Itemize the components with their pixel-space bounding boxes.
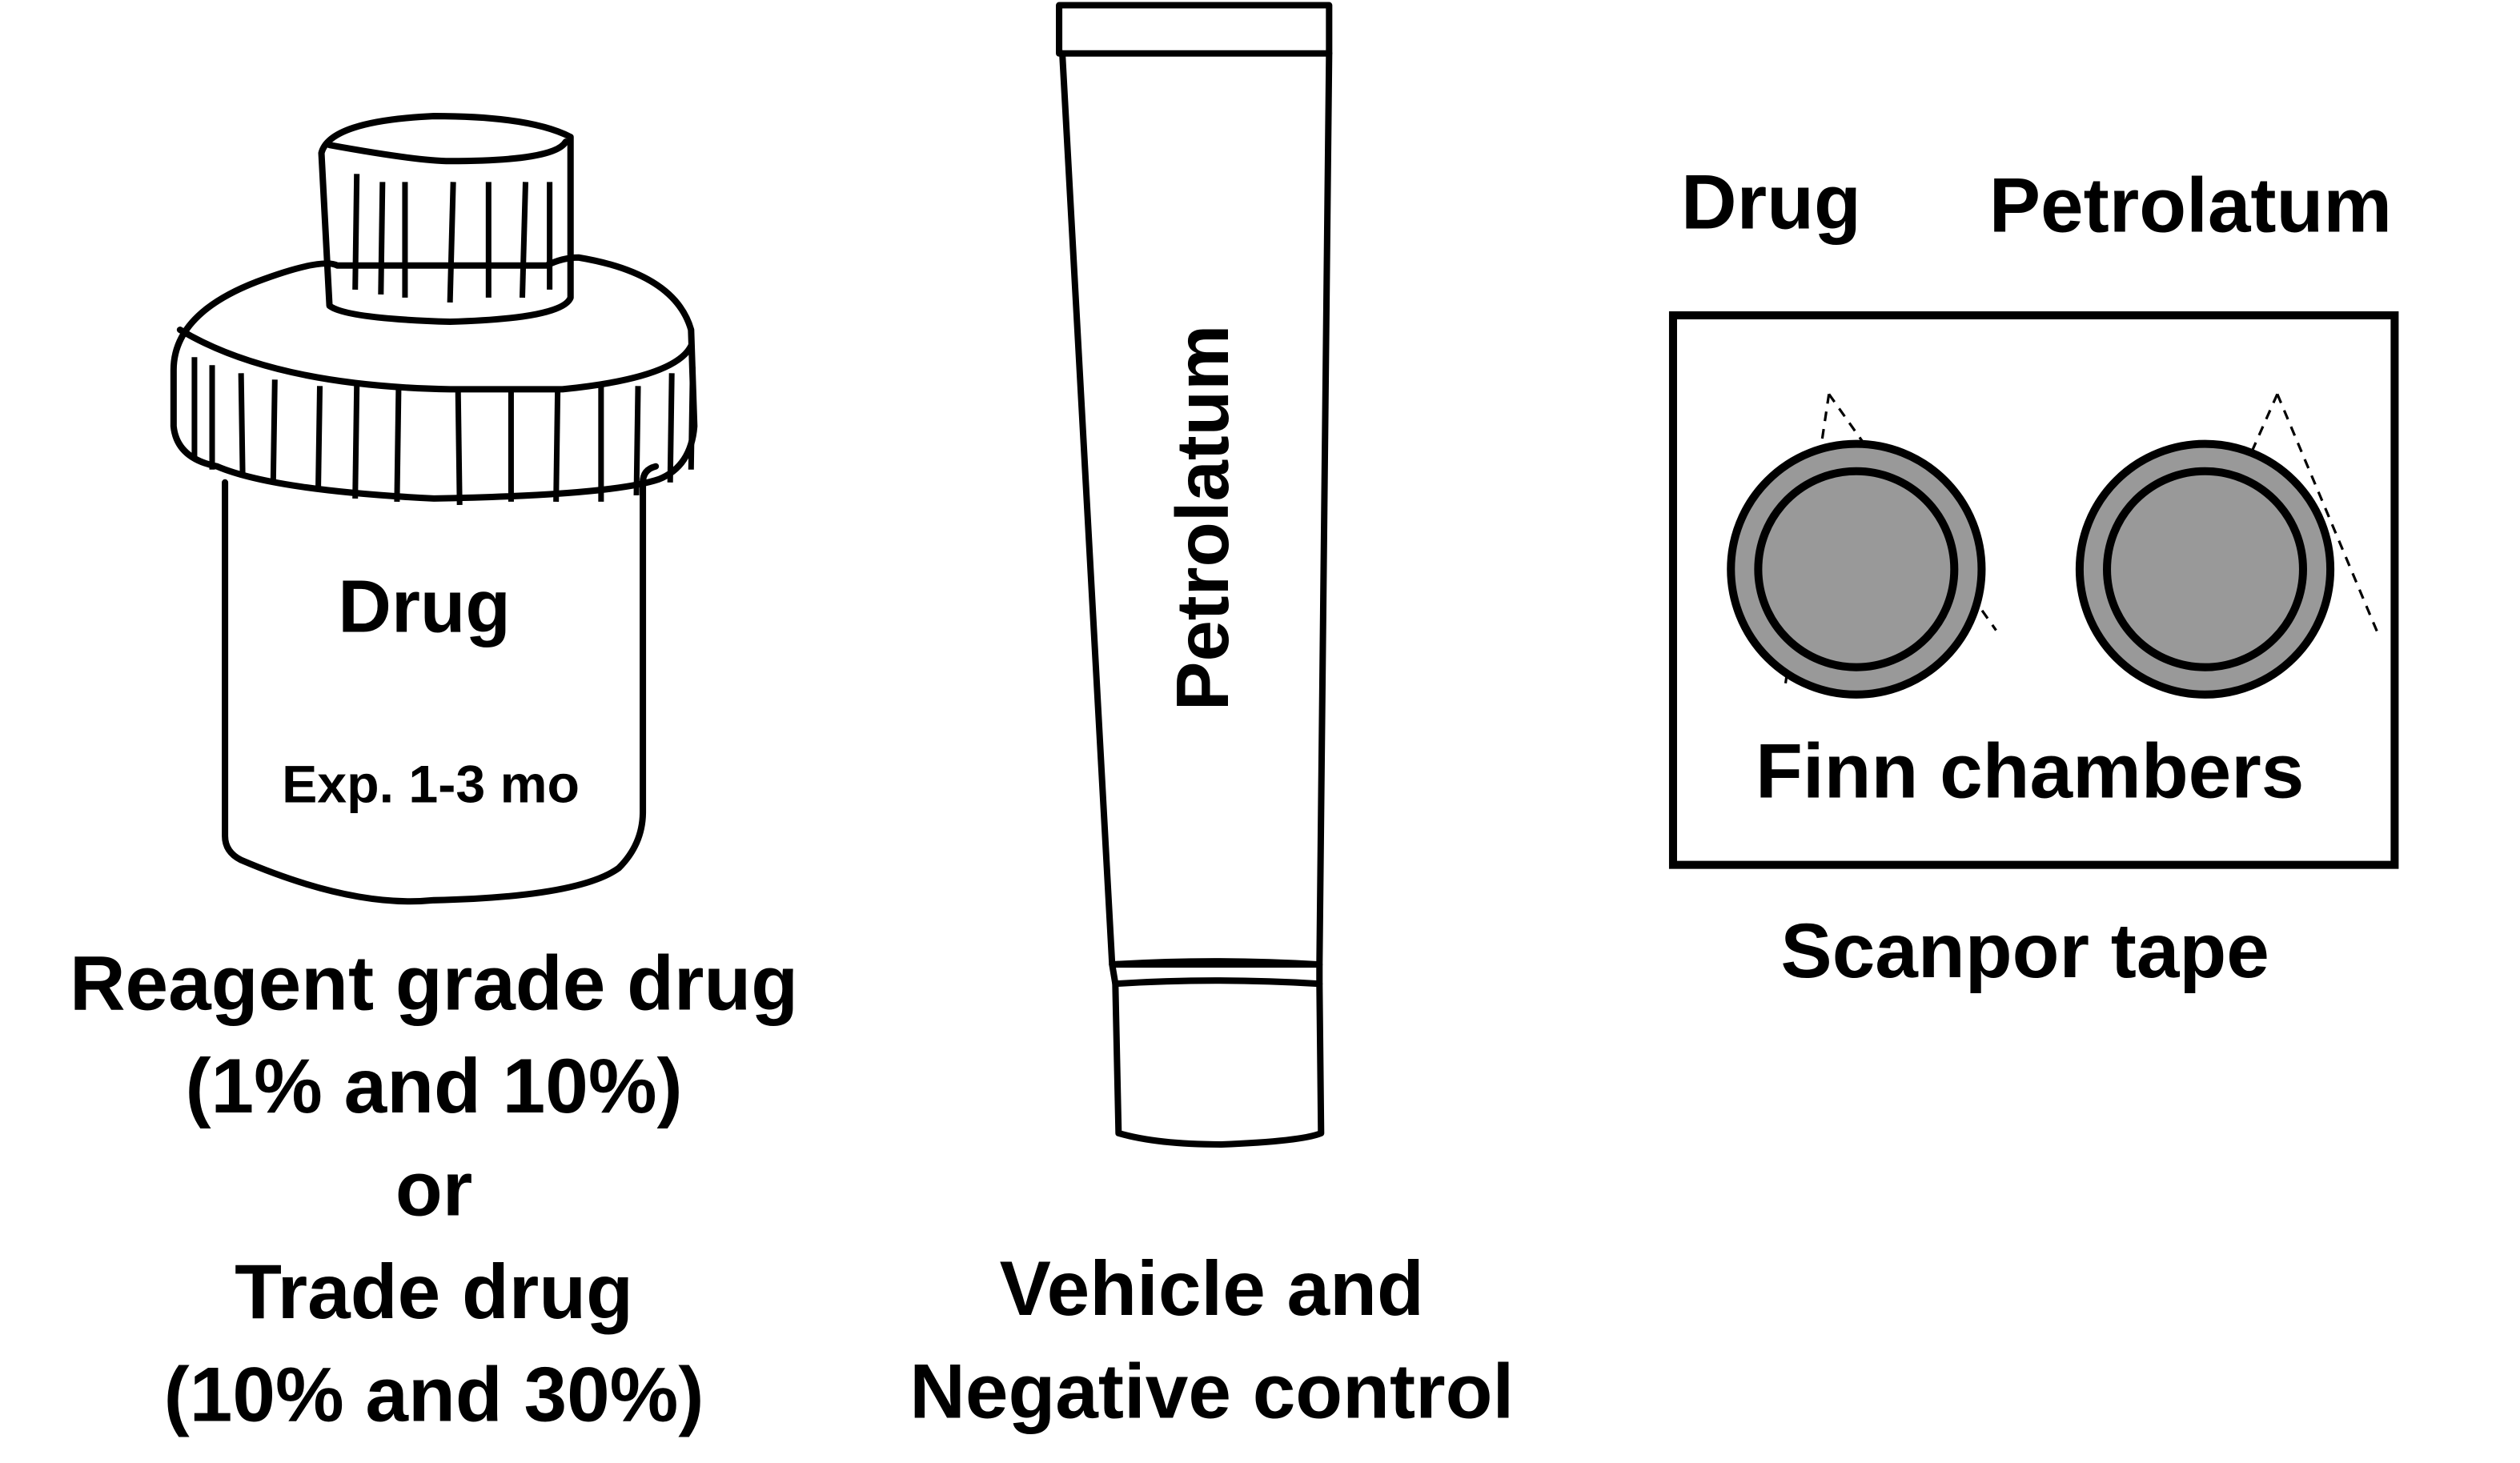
jar-caption-line: Trade drug: [235, 1249, 633, 1335]
tube-caption-line: Vehicle and: [1000, 1246, 1424, 1332]
jar-caption: Reagent grade drug (1% and 10%) or Trade…: [70, 940, 798, 1437]
finn-chamber-drug: [1727, 439, 1986, 699]
tube-caption-line: Negative control: [909, 1349, 1514, 1434]
drug-jar: Drug Exp. 1-3 mo: [170, 113, 698, 905]
scanpor-tape-patch: Drug Petrolatum Finn chambers: [1668, 160, 2399, 869]
cap-ribs: [191, 174, 696, 505]
jar-label: Drug: [338, 565, 510, 648]
jar-caption-line: (10% and 30%): [164, 1352, 704, 1437]
jar-caption-line: (1% and 10%): [185, 1044, 682, 1129]
petrolatum-tube: Petrolatum: [1056, 2, 1333, 1148]
scanpor-tape-caption: Scanpor tape: [1780, 908, 2269, 994]
tube-label: Petrolatum: [1161, 325, 1244, 711]
jar-caption-line: or: [395, 1146, 472, 1232]
jar-expiry: Exp. 1-3 mo: [282, 755, 580, 814]
chamber-label-drug: Drug: [1681, 160, 1861, 246]
jar-caption-line: Reagent grade drug: [70, 940, 798, 1026]
finn-chamber-petrolatum: [2075, 439, 2335, 699]
chamber-label-petrolatum: Petrolatum: [1989, 163, 2392, 249]
finn-chambers-label: Finn chambers: [1756, 728, 2304, 814]
